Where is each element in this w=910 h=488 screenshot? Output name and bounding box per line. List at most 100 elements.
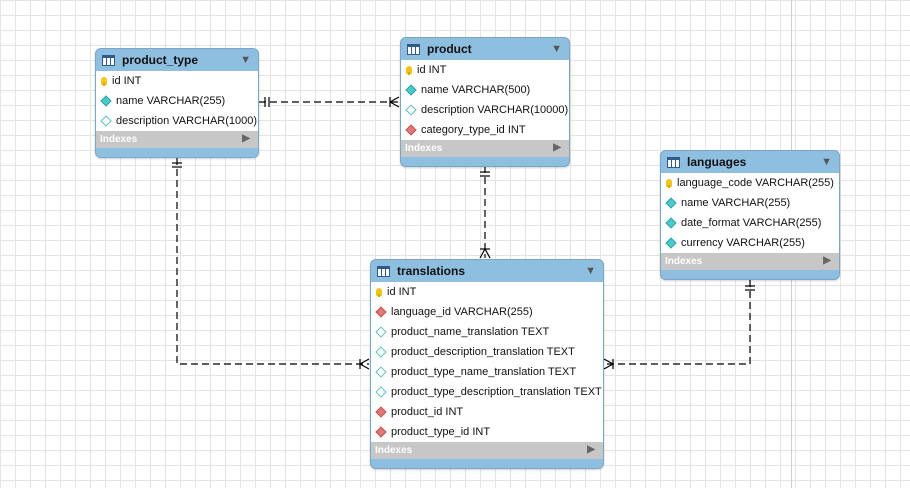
column-label: name VARCHAR(500) [421, 84, 531, 96]
not-null-column-icon [100, 95, 112, 107]
column-label: product_description_translation TEXT [391, 346, 575, 358]
column-label: currency VARCHAR(255) [681, 237, 805, 249]
table-header[interactable]: product_type ▼ [96, 49, 258, 71]
column-label: date_format VARCHAR(255) [681, 217, 822, 229]
column-row[interactable]: name VARCHAR(255) [96, 91, 258, 111]
nullable-column-icon [375, 366, 387, 378]
indexes-label: Indexes [405, 143, 443, 154]
column-label: product_name_translation TEXT [391, 326, 550, 338]
nullable-column-icon [375, 326, 387, 338]
column-label: description VARCHAR(10000) [421, 104, 569, 116]
column-row[interactable]: id INT [401, 60, 569, 80]
primary-key-icon [406, 66, 412, 75]
column-label: name VARCHAR(255) [681, 197, 791, 209]
column-row[interactable]: name VARCHAR(255) [661, 193, 839, 213]
indexes-section[interactable]: Indexes ▶ [371, 442, 603, 459]
column-row[interactable]: currency VARCHAR(255) [661, 233, 839, 253]
column-row[interactable]: date_format VARCHAR(255) [661, 213, 839, 233]
foreign-key-icon [375, 306, 387, 318]
column-label: description VARCHAR(1000) [116, 115, 258, 127]
table-title: translations [397, 264, 466, 278]
table-header[interactable]: product ▼ [401, 38, 569, 60]
relationship-product-type-to-translations [176, 158, 369, 365]
table-icon [407, 43, 420, 55]
column-label: id INT [112, 75, 142, 87]
column-row[interactable]: product_name_translation TEXT [371, 322, 603, 342]
nullable-column-icon [405, 104, 417, 116]
table-header[interactable]: languages ▼ [661, 151, 839, 173]
cardinality-many-marker [389, 96, 400, 108]
nullable-column-icon [100, 115, 112, 127]
table-languages[interactable]: languages ▼ language_code VARCHAR(255) n… [660, 150, 840, 280]
column-row[interactable]: product_type_description_translation TEX… [371, 382, 603, 402]
column-row[interactable]: description VARCHAR(10000) [401, 100, 569, 120]
column-list: language_code VARCHAR(255) name VARCHAR(… [661, 173, 839, 253]
table-product[interactable]: product ▼ id INT name VARCHAR(500) descr… [400, 37, 570, 167]
collapse-arrow-icon[interactable]: ▼ [551, 43, 562, 55]
column-label: language_id VARCHAR(255) [391, 306, 533, 318]
table-title: product [427, 42, 472, 56]
indexes-section[interactable]: Indexes ▶ [96, 131, 258, 148]
relationship-languages-to-translations [604, 280, 751, 365]
table-footer [371, 459, 603, 468]
expand-arrow-icon[interactable]: ▶ [242, 133, 250, 144]
expand-arrow-icon[interactable]: ▶ [823, 255, 831, 266]
cardinality-many-marker [359, 358, 370, 370]
indexes-label: Indexes [100, 134, 138, 145]
cardinality-many-marker [479, 248, 491, 259]
cardinality-one-marker [264, 97, 270, 107]
primary-key-icon [101, 77, 107, 86]
collapse-arrow-icon[interactable]: ▼ [240, 54, 251, 66]
table-translations[interactable]: translations ▼ id INT language_id VARCHA… [370, 259, 604, 469]
primary-key-icon [376, 288, 382, 297]
column-label: id INT [417, 64, 447, 76]
not-null-column-icon [665, 197, 677, 209]
cardinality-one-marker [480, 171, 490, 177]
nullable-column-icon [375, 346, 387, 358]
table-title: languages [687, 155, 747, 169]
column-list: id INT name VARCHAR(255) description VAR… [96, 71, 258, 131]
column-label: product_type_description_translation TEX… [391, 386, 602, 398]
foreign-key-icon [375, 426, 387, 438]
table-footer [96, 148, 258, 157]
table-footer [661, 270, 839, 279]
primary-key-icon [666, 179, 672, 188]
column-list: id INT language_id VARCHAR(255) product_… [371, 282, 603, 442]
cardinality-one-marker [745, 285, 755, 291]
table-product-type[interactable]: product_type ▼ id INT name VARCHAR(255) … [95, 48, 259, 158]
indexes-label: Indexes [665, 256, 703, 267]
column-row[interactable]: product_description_translation TEXT [371, 342, 603, 362]
column-row[interactable]: category_type_id INT [401, 120, 569, 140]
indexes-section[interactable]: Indexes ▶ [401, 140, 569, 157]
nullable-column-icon [375, 386, 387, 398]
not-null-column-icon [665, 237, 677, 249]
indexes-section[interactable]: Indexes ▶ [661, 253, 839, 270]
table-header[interactable]: translations ▼ [371, 260, 603, 282]
column-row[interactable]: product_id INT [371, 402, 603, 422]
collapse-arrow-icon[interactable]: ▼ [821, 156, 832, 168]
column-list: id INT name VARCHAR(500) description VAR… [401, 60, 569, 140]
column-row[interactable]: product_type_name_translation TEXT [371, 362, 603, 382]
column-row[interactable]: language_id VARCHAR(255) [371, 302, 603, 322]
indexes-label: Indexes [375, 445, 413, 456]
expand-arrow-icon[interactable]: ▶ [587, 444, 595, 455]
table-footer [401, 157, 569, 166]
column-label: category_type_id INT [421, 124, 526, 136]
column-row[interactable]: description VARCHAR(1000) [96, 111, 258, 131]
table-icon [102, 54, 115, 66]
expand-arrow-icon[interactable]: ▶ [553, 142, 561, 153]
not-null-column-icon [405, 84, 417, 96]
foreign-key-icon [405, 124, 417, 136]
column-row[interactable]: id INT [371, 282, 603, 302]
collapse-arrow-icon[interactable]: ▼ [585, 265, 596, 277]
column-row[interactable]: language_code VARCHAR(255) [661, 173, 839, 193]
column-row[interactable]: id INT [96, 71, 258, 91]
column-row[interactable]: name VARCHAR(500) [401, 80, 569, 100]
column-row[interactable]: product_type_id INT [371, 422, 603, 442]
cardinality-one-marker [172, 162, 182, 168]
table-icon [377, 265, 390, 277]
column-label: product_type_name_translation TEXT [391, 366, 577, 378]
table-title: product_type [122, 53, 199, 67]
not-null-column-icon [665, 217, 677, 229]
